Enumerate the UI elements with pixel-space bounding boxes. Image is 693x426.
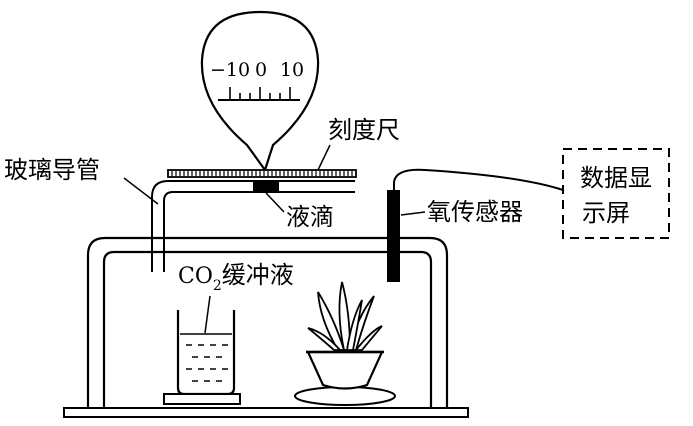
liquid-droplet: [253, 182, 279, 192]
scale-ticks: [229, 87, 291, 100]
beaker: [163, 310, 241, 405]
droplet-leader-line: [265, 192, 285, 213]
sensor-leader-line: [400, 211, 426, 216]
glass-tube-leader-line: [123, 177, 159, 205]
glass-tube: [151, 180, 355, 272]
beaker-stand: [163, 393, 241, 405]
ruler-leader-line: [317, 144, 331, 171]
oxygen-sensor: [387, 190, 400, 282]
magnifier-bubble: −10 0 10: [200, 10, 320, 173]
buffer-solution-label: CO2缓冲液: [178, 261, 294, 294]
potted-plant: [294, 281, 396, 406]
buffer-leader-line: [204, 295, 211, 334]
scale-tick-minus10: −10: [210, 59, 250, 81]
scale-tick-10: 10: [280, 59, 304, 81]
sensor-cable: [393, 168, 564, 191]
base-plate: [63, 407, 469, 418]
droplet-label: 液滴: [286, 203, 334, 231]
data-display-screen: [562, 148, 670, 239]
display-label-line2: 示屏: [582, 199, 630, 227]
oxygen-sensor-label: 氧传感器: [427, 198, 523, 226]
ruler: [167, 169, 357, 178]
scale-tick-0: 0: [255, 59, 267, 81]
display-label-line1: 数据显: [580, 164, 652, 192]
plant-saucer: [294, 386, 396, 406]
plant-leaves: [307, 281, 383, 351]
glass-tube-label: 玻璃导管: [4, 156, 100, 184]
bell-jar: [86, 236, 449, 408]
plant-pot: [306, 350, 384, 390]
ruler-label: 刻度尺: [328, 116, 400, 144]
